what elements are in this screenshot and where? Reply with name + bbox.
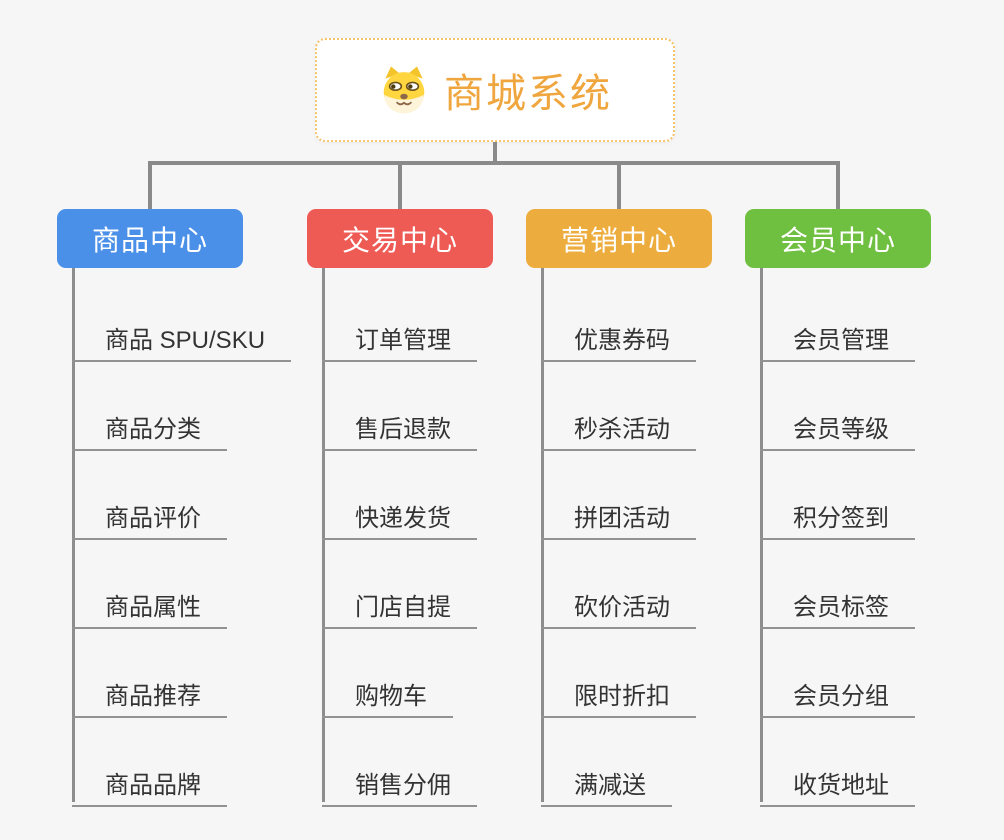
root-node[interactable]: 商城系统: [315, 38, 675, 142]
root-title: 商城系统: [444, 72, 612, 116]
leaf-node[interactable]: 快递发货: [322, 487, 477, 540]
connector-stem-trade: [398, 161, 402, 209]
leaf-node[interactable]: 会员分组: [760, 665, 915, 718]
leaf-node[interactable]: 订单管理: [322, 309, 477, 362]
leaf-node[interactable]: 满减送: [541, 754, 672, 807]
connector-horizontal-bar: [148, 161, 840, 165]
connector-root-stem: [493, 142, 497, 163]
branch-trunk-member: [760, 268, 763, 802]
leaf-node[interactable]: 会员标签: [760, 576, 915, 629]
connector-stem-product: [148, 161, 152, 209]
doge-icon: [378, 64, 430, 116]
leaf-node[interactable]: 秒杀活动: [541, 398, 696, 451]
branch-box-trade[interactable]: 交易中心: [307, 209, 493, 268]
leaf-node[interactable]: 门店自提: [322, 576, 477, 629]
leaf-node[interactable]: 销售分佣: [322, 754, 477, 807]
connector-stem-member: [836, 161, 840, 209]
branch-box-marketing[interactable]: 营销中心: [526, 209, 712, 268]
leaf-node[interactable]: 购物车: [322, 665, 453, 718]
leaf-node[interactable]: 商品 SPU/SKU: [72, 309, 292, 362]
branch-box-member[interactable]: 会员中心: [745, 209, 931, 268]
leaf-node[interactable]: 商品分类: [72, 398, 227, 451]
leaf-node[interactable]: 限时折扣: [541, 665, 696, 718]
leaf-node[interactable]: 砍价活动: [541, 576, 696, 629]
leaf-node[interactable]: 售后退款: [322, 398, 477, 451]
branch-trunk-product: [72, 268, 75, 802]
leaf-node[interactable]: 优惠券码: [541, 309, 696, 362]
leaf-node[interactable]: 商品推荐: [72, 665, 227, 718]
leaf-node[interactable]: 商品品牌: [72, 754, 227, 807]
branch-trunk-marketing: [541, 268, 544, 802]
leaf-node[interactable]: 收货地址: [760, 754, 915, 807]
branch-trunk-trade: [322, 268, 325, 802]
leaf-node[interactable]: 商品评价: [72, 487, 227, 540]
leaf-node[interactable]: 会员管理: [760, 309, 915, 362]
leaf-node[interactable]: 商品属性: [72, 576, 227, 629]
leaf-node[interactable]: 积分签到: [760, 487, 915, 540]
leaf-node[interactable]: 拼团活动: [541, 487, 696, 540]
branch-box-product[interactable]: 商品中心: [57, 209, 243, 268]
leaf-node[interactable]: 会员等级: [760, 398, 915, 451]
connector-stem-marketing: [617, 161, 621, 209]
